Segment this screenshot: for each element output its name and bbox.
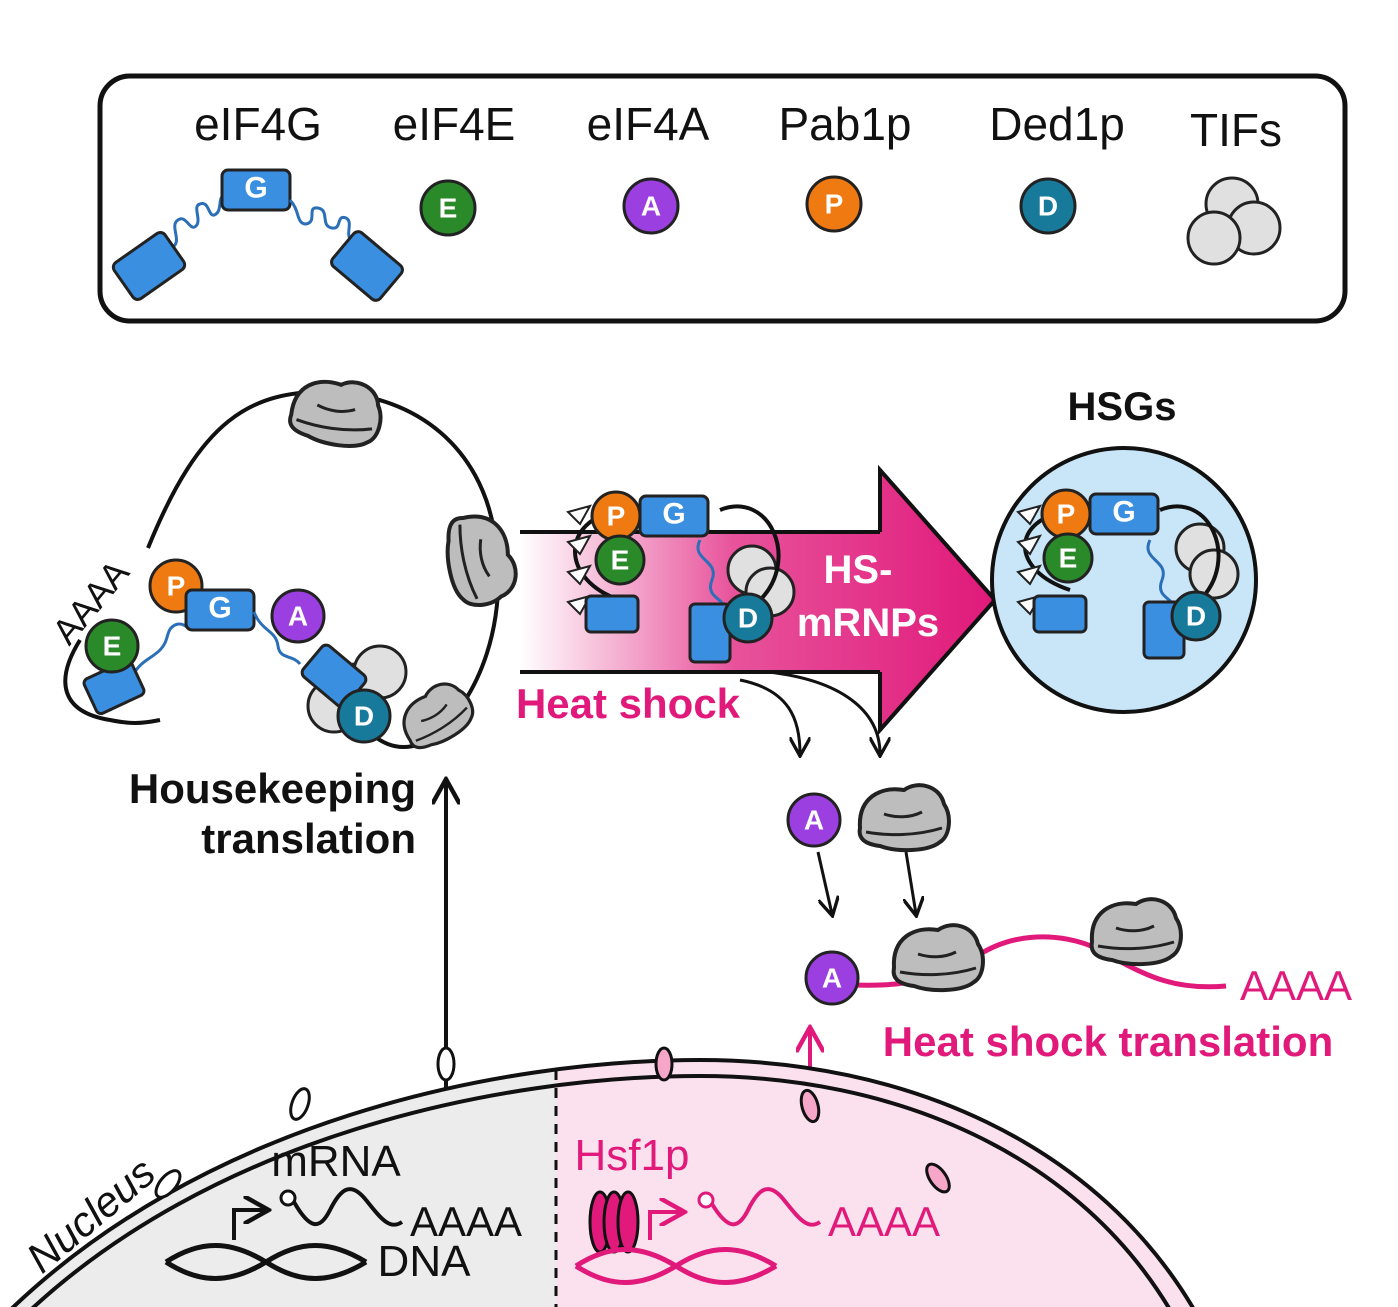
- legend-eif4e-glyph: E: [419, 179, 477, 237]
- release-arrow-a: [739, 678, 800, 754]
- legend-labels: eIF4G eIF4E eIF4A Pab1p Ded1p TIFs: [194, 98, 1282, 156]
- heat-shock-translation-label: Heat shock translation: [883, 1018, 1333, 1065]
- dna-label: DNA: [378, 1237, 472, 1286]
- legend-eif4a-glyph: A: [622, 177, 680, 235]
- hs-mrnps-label: HS-: [824, 548, 893, 592]
- housekeeping-label-2: translation: [201, 815, 416, 862]
- svg-text:D: D: [1186, 601, 1206, 632]
- svg-text:P: P: [167, 571, 186, 602]
- legend-label-eif4a: eIF4A: [587, 98, 710, 150]
- svg-text:A: A: [822, 963, 842, 994]
- legend-eif4g-glyph: G: [111, 168, 404, 302]
- hs-mrna-polya: AAAA: [828, 1198, 940, 1245]
- svg-text:G: G: [208, 592, 231, 625]
- legend-label-eif4e: eIF4E: [393, 98, 516, 150]
- legend-pab1p-glyph: P: [805, 175, 863, 233]
- svg-text:D: D: [354, 701, 374, 732]
- hsg-granule: G P E D: [990, 446, 1258, 714]
- svg-text:P: P: [607, 501, 626, 532]
- legend-label-eif4g: eIF4G: [194, 98, 322, 150]
- released-ribosome: [857, 783, 951, 853]
- mrna-polya: AAAA: [410, 1198, 522, 1245]
- svg-text:P: P: [825, 189, 844, 220]
- legend-label-tifs: TIFs: [1190, 104, 1282, 156]
- legend-ded1p-glyph: D: [1019, 177, 1077, 235]
- svg-text:A: A: [641, 191, 661, 222]
- hsgs-label: HSGs: [1068, 385, 1177, 429]
- hs-polya: AAAA: [1240, 962, 1352, 1009]
- housekeeping-gene: mRNA AAAA DNA: [164, 1137, 522, 1286]
- heat-shock-label: Heat shock: [516, 680, 741, 727]
- hs-mrnps-label-2: mRNPs: [797, 601, 939, 645]
- svg-text:P: P: [1057, 499, 1076, 530]
- svg-text:G: G: [662, 498, 685, 531]
- legend-label-ded1p: Ded1p: [989, 98, 1125, 150]
- heat-shock-gene: Hsf1p AAAA: [575, 1131, 940, 1285]
- recruit-arrow-a: [816, 851, 832, 914]
- svg-text:A: A: [288, 601, 308, 632]
- recruit-arrow-ribo: [906, 851, 916, 914]
- hsf1p-label: Hsf1p: [575, 1131, 690, 1180]
- hs-mrnp-complex: G P E D: [566, 490, 796, 664]
- svg-text:E: E: [439, 193, 458, 224]
- legend-box: [97, 73, 1348, 324]
- svg-text:G: G: [1112, 496, 1135, 529]
- released-eif4a: A: [786, 792, 842, 848]
- release-arrow-ribo: [767, 670, 880, 754]
- svg-text:D: D: [738, 603, 758, 634]
- legend-g-letter: G: [244, 172, 267, 205]
- nucleus: [10, 1046, 1195, 1307]
- mrna-label: mRNA: [271, 1137, 401, 1186]
- heat-shock-polysome: A AAAA: [804, 897, 1352, 1009]
- legend-label-pab1p: Pab1p: [778, 98, 911, 150]
- svg-text:A: A: [804, 805, 824, 836]
- housekeeping-label: Housekeeping: [129, 765, 416, 812]
- svg-text:E: E: [611, 545, 630, 576]
- svg-text:E: E: [1059, 543, 1078, 574]
- housekeeping-polysome: AAAA E P G A D: [44, 370, 523, 758]
- svg-text:D: D: [1038, 191, 1058, 222]
- legend-tifs-glyph: [1186, 176, 1282, 266]
- svg-text:E: E: [103, 631, 122, 662]
